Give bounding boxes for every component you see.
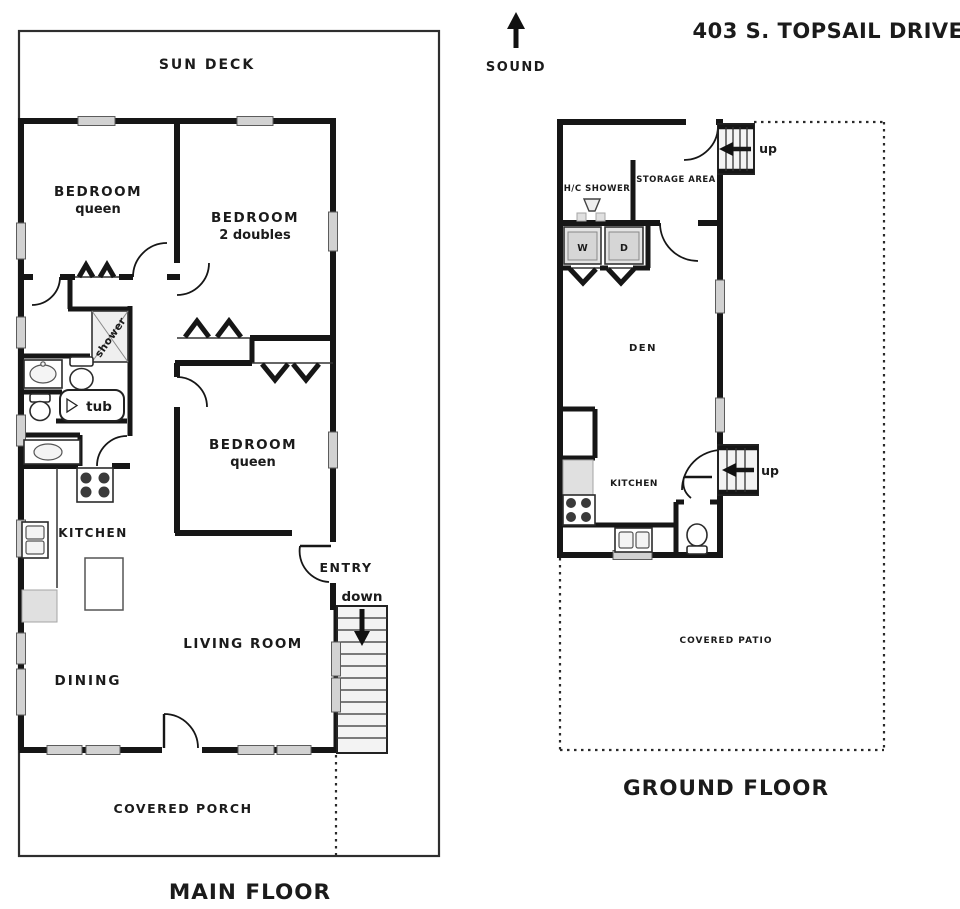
- bedroom2-bed-label: 2 doubles: [219, 228, 291, 243]
- stove-ground: [562, 494, 596, 526]
- ground-windows: [612, 279, 725, 560]
- main-floor-plan: shower tub: [16, 29, 441, 905]
- main-door-leaves: [162, 544, 331, 748]
- ground-door-arcs: [659, 125, 723, 499]
- down-arrow-icon: [354, 631, 370, 646]
- closet-bifold-doors: [76, 260, 321, 384]
- stairs-up-top-label: up: [759, 141, 777, 156]
- storage-area-label: STORAGE AREA: [636, 175, 716, 185]
- laundry-bifold-doors: [568, 267, 636, 287]
- kitchen-counter: [562, 459, 594, 496]
- kitchen-ground-label: KITCHEN: [610, 479, 658, 489]
- stair-wall-windows: [331, 641, 341, 713]
- dryer-label: D: [620, 243, 628, 254]
- stairs-up-top: [717, 123, 755, 175]
- stairs-up-bottom: [717, 444, 759, 496]
- bedroom1-bed-label: queen: [75, 202, 120, 217]
- washer: W: [563, 226, 602, 265]
- stairs-down: [336, 605, 388, 754]
- patio-boundary-dotted: [558, 120, 886, 752]
- compass-label: SOUND: [486, 60, 546, 75]
- stove-main: [76, 467, 114, 503]
- covered-porch-label: COVERED PORCH: [113, 801, 252, 816]
- vanity-sink-lower: [23, 439, 81, 465]
- toilet-upper: [69, 356, 94, 391]
- kitchen-table: [84, 557, 124, 611]
- covered-patio-label: COVERED PATIO: [680, 636, 773, 646]
- dining-label: DINING: [55, 673, 122, 689]
- stairs-down-label: down: [341, 589, 382, 605]
- closet-sill-lines: [56, 276, 333, 588]
- hc-shower-label: H/C SHOWER: [564, 184, 631, 194]
- stairs-up-bottom-label: up: [761, 463, 779, 478]
- toilet-ground: [686, 523, 708, 555]
- kitchen-sink-main: [21, 521, 49, 559]
- kitchen-label: KITCHEN: [58, 526, 128, 540]
- ground-floor-plan: W D H/C SHOWER STORAGE AREA up DEN KI: [557, 119, 886, 801]
- bathtub: tub: [59, 389, 125, 422]
- bedroom3-label: BEDROOM: [209, 437, 297, 453]
- page-title: 403 S. TOPSAIL DRIVE: [692, 19, 960, 43]
- north-arrow-head-icon: [507, 12, 525, 29]
- up-arrow-icon: [719, 142, 733, 156]
- bedroom3-bed-label: queen: [230, 455, 275, 470]
- shower-stall: shower: [91, 310, 129, 363]
- living-room-label: LIVING ROOM: [183, 636, 302, 652]
- washer-label: W: [577, 243, 588, 254]
- entry-label: ENTRY: [319, 560, 372, 575]
- tub-label: tub: [86, 399, 112, 415]
- bedroom2-label: BEDROOM: [211, 210, 299, 226]
- ground-floor-title: GROUND FLOOR: [623, 776, 829, 801]
- bedroom1-label: BEDROOM: [54, 184, 142, 200]
- refrigerator: [21, 589, 58, 623]
- main-floor-title: MAIN FLOOR: [169, 880, 331, 905]
- toilet-middle: [29, 393, 51, 422]
- shower-head-icon: [576, 198, 606, 222]
- kitchen-sink-ground: [614, 527, 653, 553]
- den-label: DEN: [629, 343, 657, 354]
- ground-interior-walls: [557, 160, 720, 555]
- up-arrow-icon-2: [722, 463, 736, 477]
- main-door-arcs: [31, 242, 330, 749]
- dryer: D: [604, 226, 644, 265]
- sun-deck-label: SUN DECK: [159, 57, 255, 73]
- header: 403 S. TOPSAIL DRIVE SOUND: [486, 12, 960, 75]
- vanity-sink-upper: [23, 359, 63, 389]
